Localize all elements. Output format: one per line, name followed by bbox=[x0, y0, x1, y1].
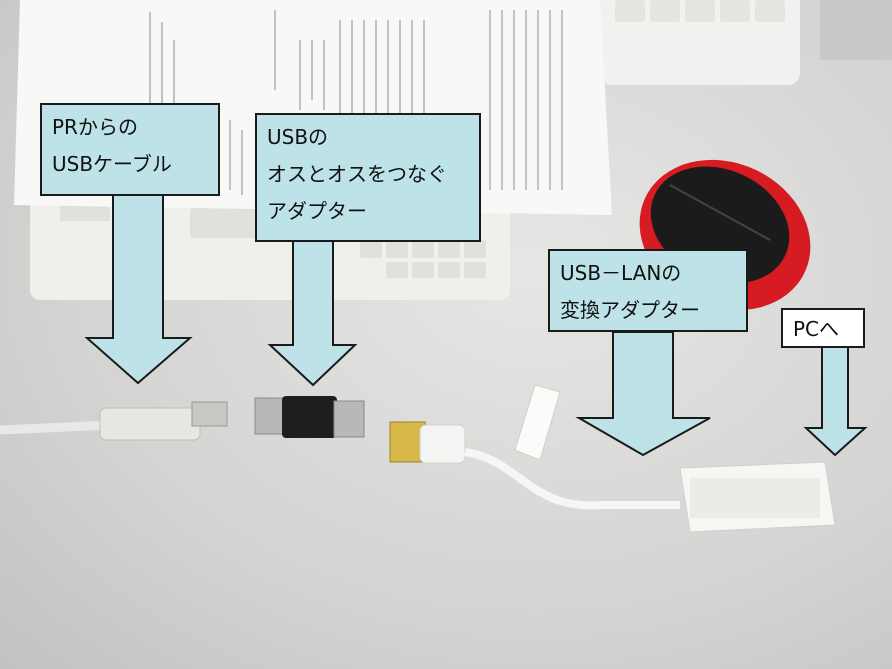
label-line: 変換アダプター bbox=[560, 298, 700, 322]
arrow-down-icon bbox=[575, 331, 711, 457]
usb-lan-adapter bbox=[389, 384, 836, 533]
arrow-down-icon bbox=[84, 194, 193, 385]
label-line: USBケーブル bbox=[52, 152, 172, 176]
arrow-down-icon bbox=[267, 240, 358, 387]
label-to-pc: PCへ bbox=[781, 308, 865, 348]
label-line: オスとオスをつなぐ bbox=[267, 162, 447, 186]
keyboard-top bbox=[600, 0, 800, 85]
arrow-down-icon bbox=[803, 346, 868, 457]
arrows bbox=[84, 194, 868, 457]
usb-gender-adapter bbox=[254, 396, 365, 438]
label-line: PCへ bbox=[793, 317, 840, 341]
label-printer-cable: PRからの USBケーブル bbox=[40, 103, 220, 196]
label-line: USB－LANの bbox=[560, 261, 682, 285]
printer-usb-cable bbox=[0, 401, 228, 441]
desk-shadow bbox=[820, 0, 892, 60]
label-line: USBの bbox=[267, 125, 329, 149]
label-line: PRからの bbox=[52, 115, 138, 139]
label-usb-lan-adapter: USB－LANの 変換アダプター bbox=[548, 249, 748, 332]
label-line: アダプター bbox=[267, 199, 367, 223]
label-usb-adapter: USBの オスとオスをつなぐ アダプター bbox=[255, 113, 481, 242]
